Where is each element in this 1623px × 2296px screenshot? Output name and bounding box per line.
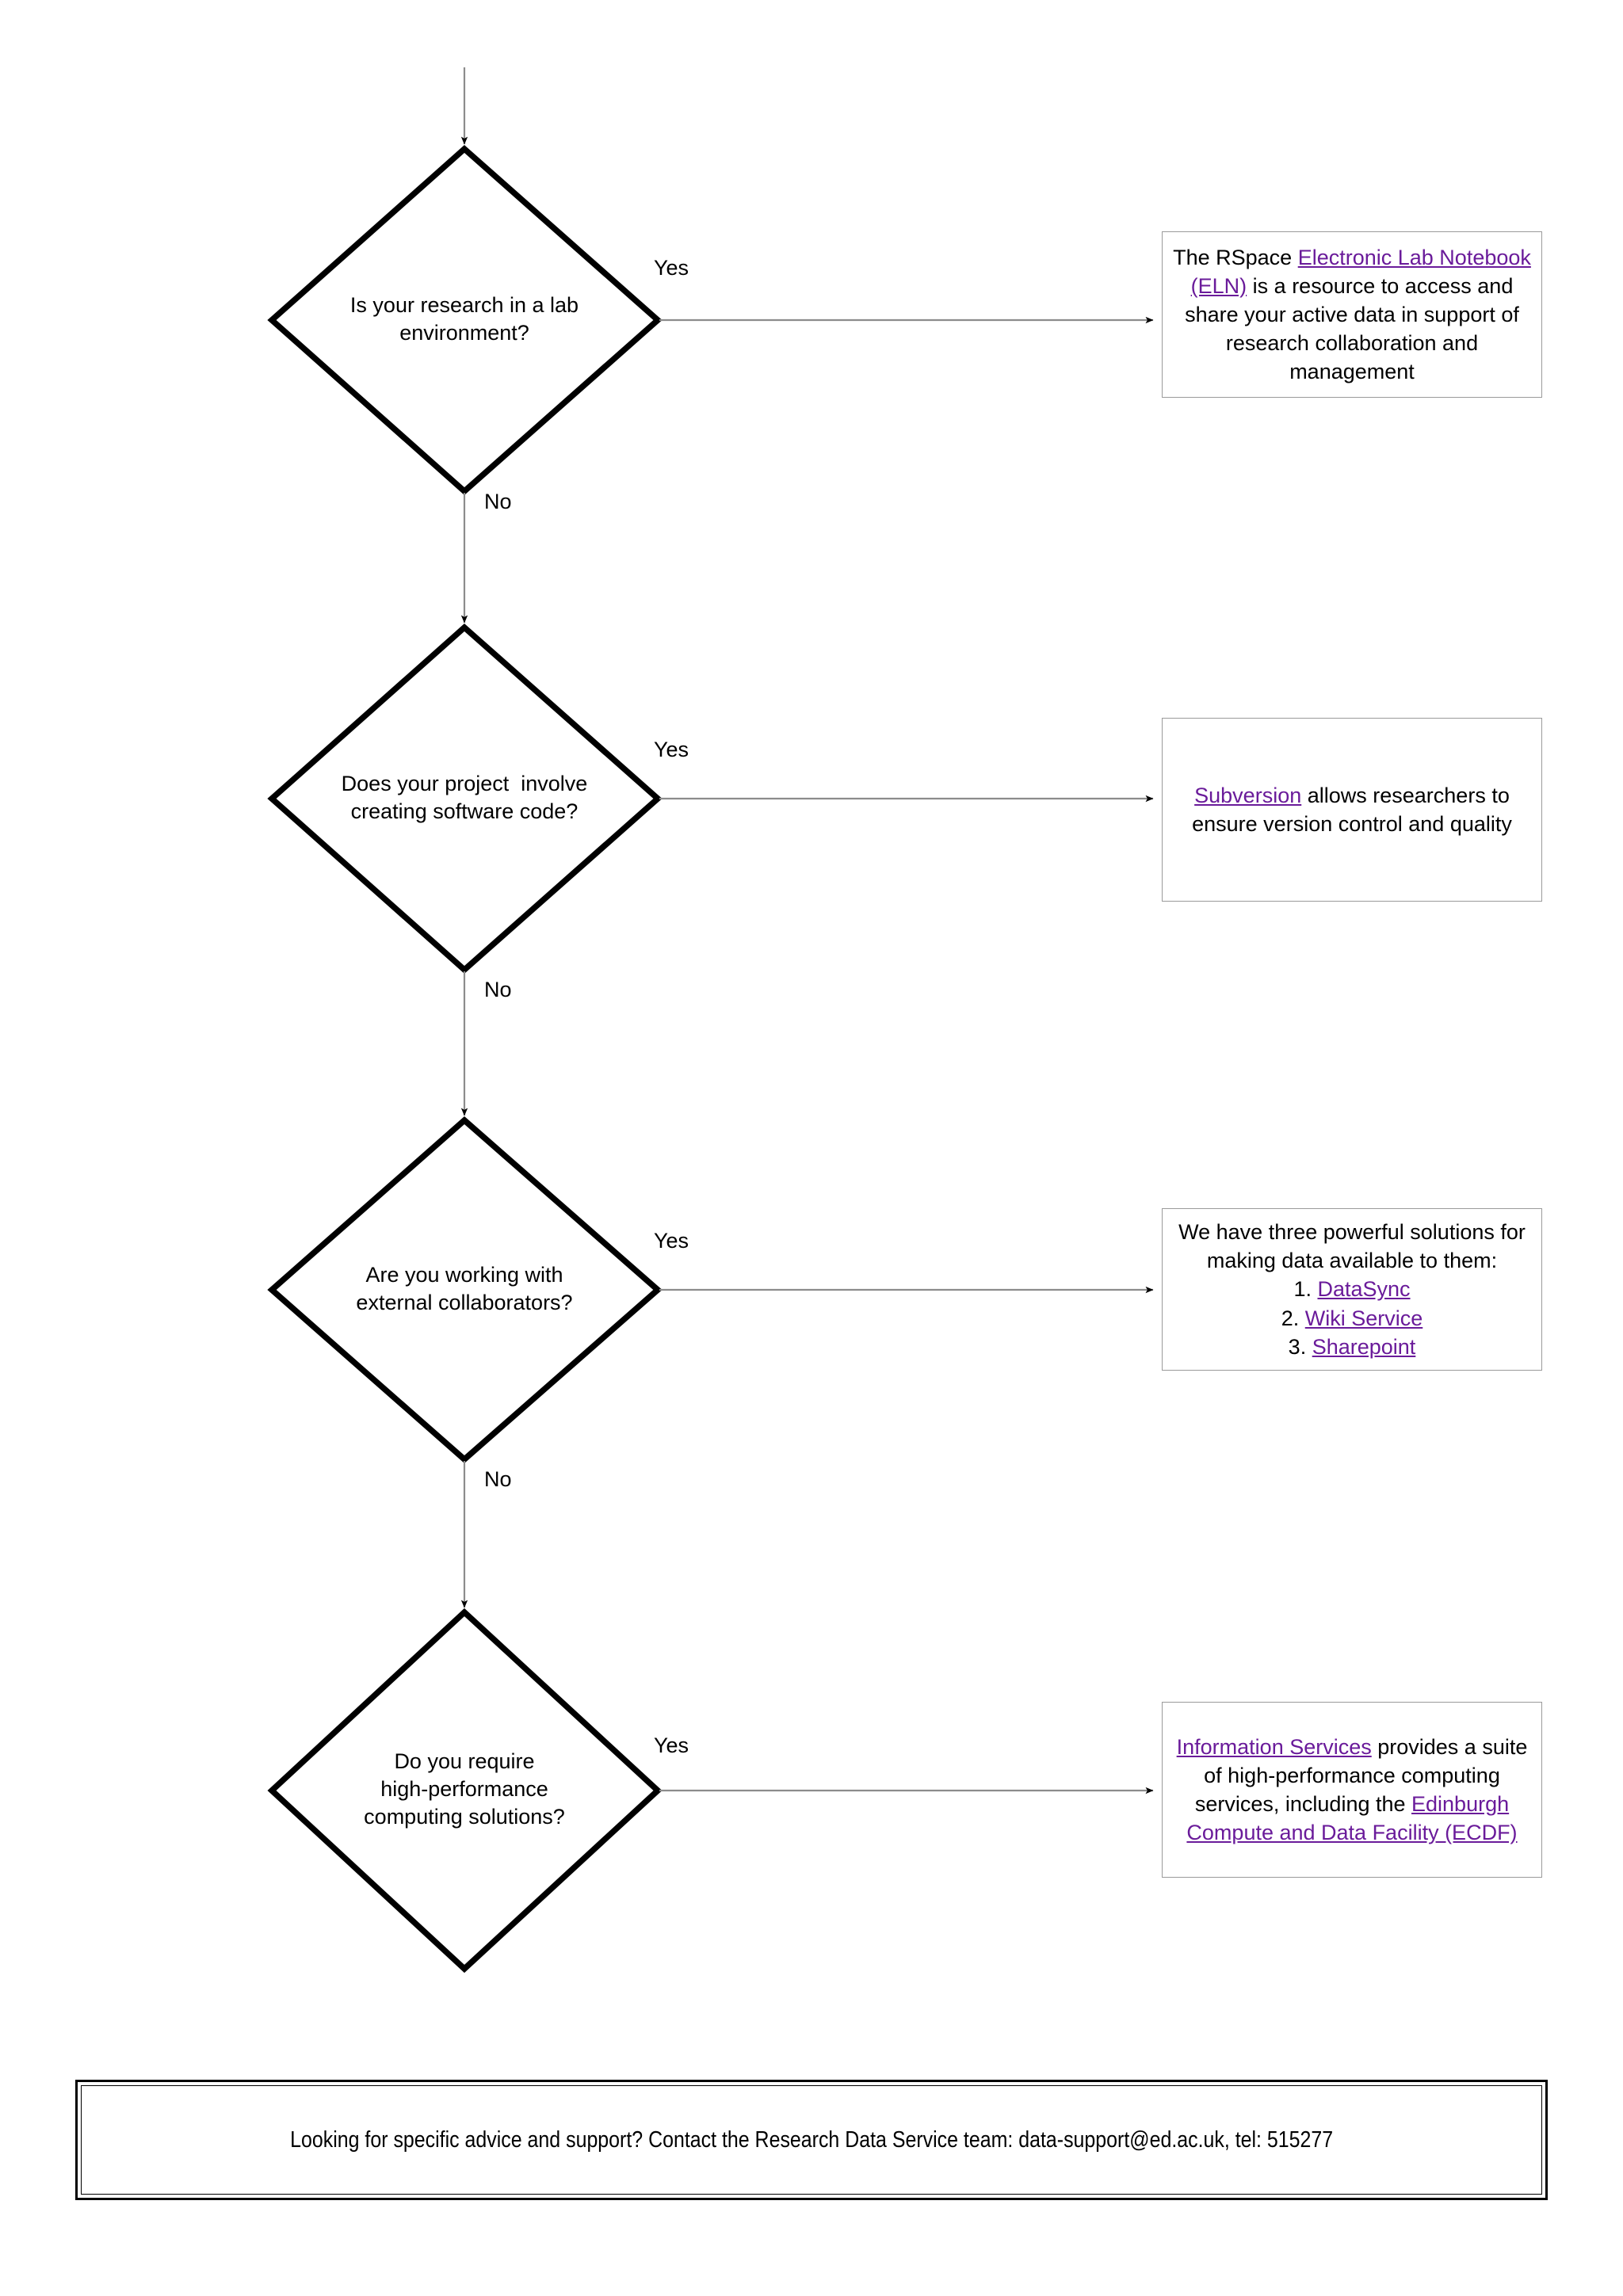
outcome-intro-text: We have three powerful solutions for mak… [1178,1220,1526,1273]
outcome-list-number: 2. [1281,1306,1305,1330]
outcome-link[interactable]: Subversion [1194,783,1302,807]
edge-label-high-performance-computing-yes: Yes [654,1733,689,1757]
outcome-list-number: 3. [1288,1334,1312,1359]
outcome-box-rspace-eln: The RSpace Electronic Lab Notebook (ELN)… [1162,231,1542,398]
decision-diamond-high-performance-computing [267,1608,663,1974]
outcome-text-subversion: Subversion allows researchers to ensure … [1163,781,1541,838]
outcome-text-run: allows researchers to ensure version con… [1192,783,1512,836]
decision-diamond-external-collaborators [267,1116,663,1463]
outcome-text-collaboration-solutions: We have three powerful solutions for mak… [1163,1218,1541,1361]
outcome-list-item: 2. Wiki Service [1167,1304,1537,1333]
edge-label-external-collaborators-yes: Yes [654,1229,689,1253]
edge-label-lab-environment-yes: Yes [654,256,689,280]
outcome-list-item: 1. DataSync [1167,1275,1537,1303]
edge-label-software-code-yes: Yes [654,738,689,761]
outcome-link[interactable]: Electronic Lab Notebook (ELN) [1190,245,1531,298]
outcome-box-subversion: Subversion allows researchers to ensure … [1162,718,1542,902]
outcome-text-rspace-eln: The RSpace Electronic Lab Notebook (ELN)… [1163,243,1541,387]
outcome-link[interactable]: Wiki Service [1304,1306,1423,1330]
decision-diamond-software-code [267,623,663,974]
outcome-box-collaboration-solutions: We have three powerful solutions for mak… [1162,1208,1542,1371]
contact-footer-text: Looking for specific advice and support?… [289,2126,1334,2153]
contact-footer-inner: Looking for specific advice and support?… [81,2085,1542,2195]
outcome-text-run: The RSpace [1173,245,1298,269]
outcome-text-information-services-hpc: Information Services provides a suite of… [1163,1733,1541,1848]
outcome-box-information-services-hpc: Information Services provides a suite of… [1162,1702,1542,1878]
contact-footer-bar: Looking for specific advice and support?… [75,2080,1548,2200]
outcome-link[interactable]: Sharepoint [1312,1334,1416,1359]
edge-label-external-collaborators-no: No [484,1467,512,1491]
outcome-list-number: 1. [1293,1277,1318,1302]
outcome-link[interactable]: Edinburgh Compute and Data Facility (ECD… [1186,1792,1518,1845]
outcome-link[interactable]: DataSync [1317,1277,1411,1302]
outcome-link[interactable]: Information Services [1176,1734,1372,1759]
decision-diamond-lab-environment [267,144,663,496]
outcome-text-run: provides a suite of high-performance com… [1194,1734,1528,1816]
edge-label-lab-environment-no: No [484,490,512,513]
edge-label-software-code-no: No [484,978,512,1001]
outcome-text-run: is a resource to access and share your a… [1185,273,1519,384]
outcome-list-item: 3. Sharepoint [1167,1333,1537,1361]
